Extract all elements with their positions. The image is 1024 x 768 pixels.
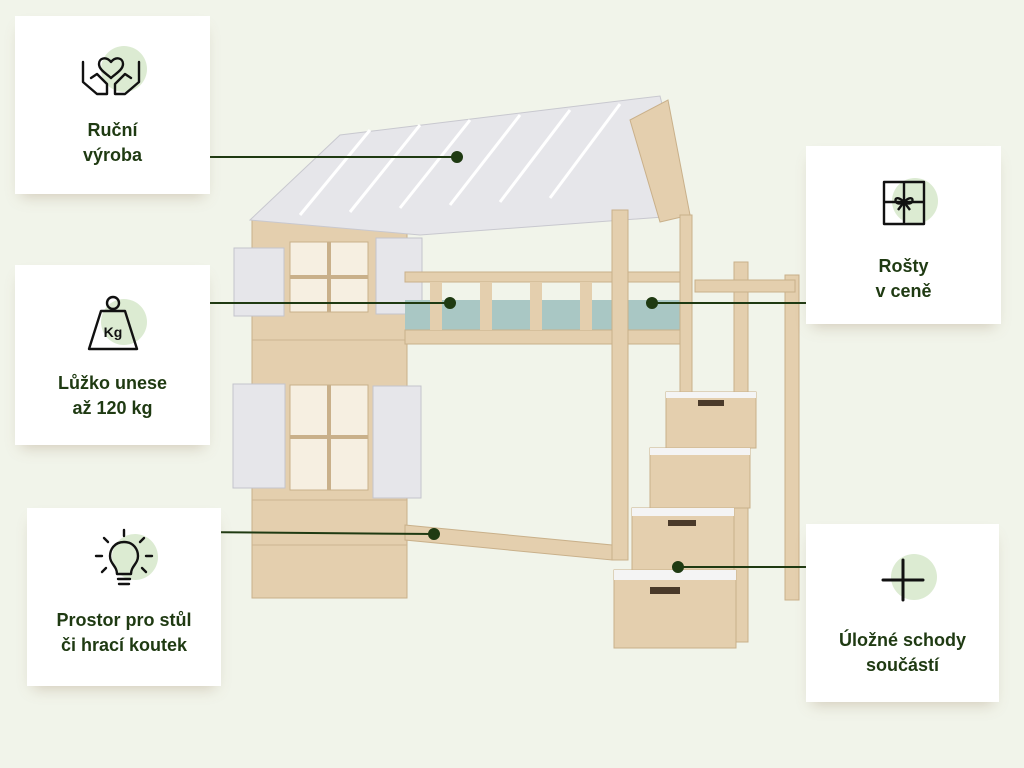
- weight-icon-wrap: Kg: [73, 293, 153, 357]
- feature-label: Rošty v ceně: [875, 256, 932, 301]
- feature-card-load-capacity: Kg Lůžko unese až 120 kg: [15, 265, 210, 445]
- feature-card-handmade: Ruční výroba: [15, 16, 210, 194]
- callout-lines: [178, 151, 842, 573]
- feature-label: Úložné schody součástí: [838, 630, 967, 675]
- feature-card-play-space: Prostor pro stůl či hrací koutek: [27, 508, 221, 686]
- gift-box-icon: [882, 180, 925, 226]
- hands-heart-icon-wrap: [73, 40, 153, 104]
- feature-label: Ruční výroba: [82, 120, 143, 165]
- lightbulb-icon: [94, 528, 154, 586]
- feature-label: Lůžko unese až 120 kg: [57, 373, 168, 418]
- hands-heart-icon: [81, 57, 140, 96]
- plus-icon-wrap: [863, 548, 943, 612]
- feature-label: Prostor pro stůl či hrací koutek: [56, 610, 192, 655]
- lightbulb-icon-wrap: [84, 528, 164, 592]
- plus-icon: [881, 558, 924, 602]
- weight-kg-icon: Kg: [87, 295, 138, 351]
- weight-kg-text: Kg: [103, 324, 122, 340]
- feature-card-slats-included: Rošty v ceně: [806, 146, 1001, 324]
- gift-box-icon-wrap: [864, 172, 944, 236]
- feature-card-storage-stairs: Úložné schody součástí: [806, 524, 999, 702]
- bed-frame: [232, 95, 800, 649]
